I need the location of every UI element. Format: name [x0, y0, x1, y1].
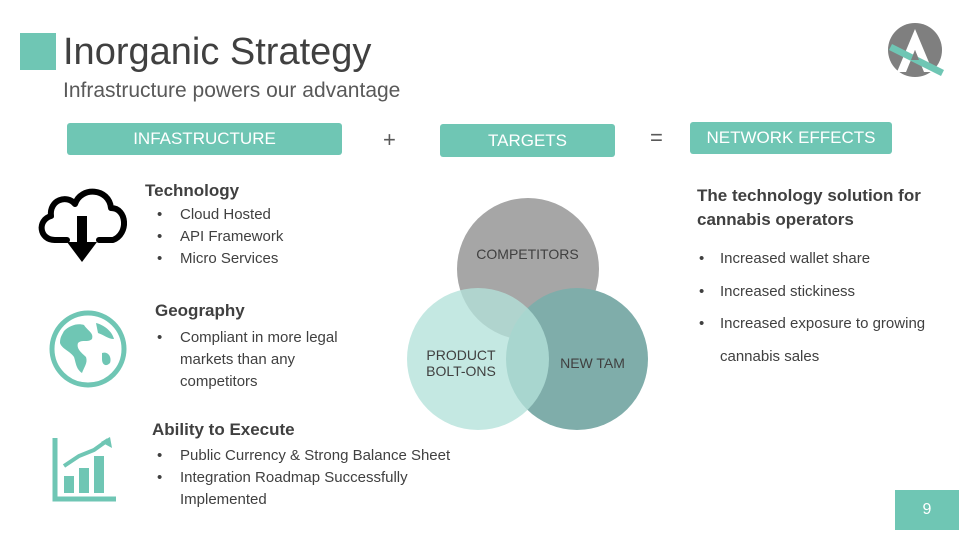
page-number-badge: 9: [895, 490, 959, 530]
equals-sign: =: [650, 125, 663, 150]
list-item: Micro Services: [155, 248, 355, 270]
page-subtitle: Infrastructure powers our advantage: [63, 79, 401, 102]
venn-label-competitors: COMPETITORS: [476, 246, 579, 262]
list-item: Public Currency & Strong Balance Sheet: [155, 445, 475, 467]
list-item: Cloud Hosted: [155, 204, 355, 226]
list-item: Increased exposure to growing cannabis s…: [697, 308, 952, 373]
venn-label-product-line2: BOLT-ONS: [426, 363, 496, 379]
network-effects-pill: NETWORK EFFECTS: [690, 122, 892, 154]
list-item: Compliant in more legal markets than any…: [155, 327, 360, 393]
network-heading: The technology solution for cannabis ope…: [697, 186, 921, 229]
list-item: Increased wallet share: [697, 243, 952, 276]
execute-heading: Ability to Execute: [152, 420, 295, 439]
globe-icon: [49, 310, 127, 388]
venn-label-product-line1: PRODUCT: [426, 347, 496, 363]
execute-bullets: Public Currency & Strong Balance Sheet I…: [155, 445, 475, 511]
venn-label-new-tam: NEW TAM: [560, 355, 625, 371]
company-logo-icon: [888, 23, 944, 77]
page-title: Inorganic Strategy: [63, 31, 372, 73]
cloud-download-icon: [38, 188, 127, 262]
list-item: Integration Roadmap Successfully Impleme…: [155, 467, 475, 511]
list-item: API Framework: [155, 226, 355, 248]
targets-pill: TARGETS: [440, 124, 615, 157]
technology-bullets: Cloud Hosted API Framework Micro Service…: [155, 204, 355, 270]
geography-heading: Geography: [155, 301, 245, 320]
venn-circle-product: [407, 288, 549, 430]
venn-circle-new-tam: [506, 288, 648, 430]
growth-chart-icon: [52, 437, 116, 502]
infrastructure-pill: INFASTRUCTURE: [67, 123, 342, 155]
title-accent-square: [20, 33, 56, 70]
geography-bullets: Compliant in more legal markets than any…: [155, 327, 360, 393]
venn-diagram: [407, 198, 648, 430]
technology-heading: Technology: [145, 181, 240, 200]
list-item: Increased stickiness: [697, 276, 952, 309]
plus-sign: +: [383, 127, 396, 152]
network-bullets: Increased wallet share Increased stickin…: [697, 243, 952, 373]
venn-label-product: PRODUCT BOLT-ONS: [416, 347, 506, 379]
